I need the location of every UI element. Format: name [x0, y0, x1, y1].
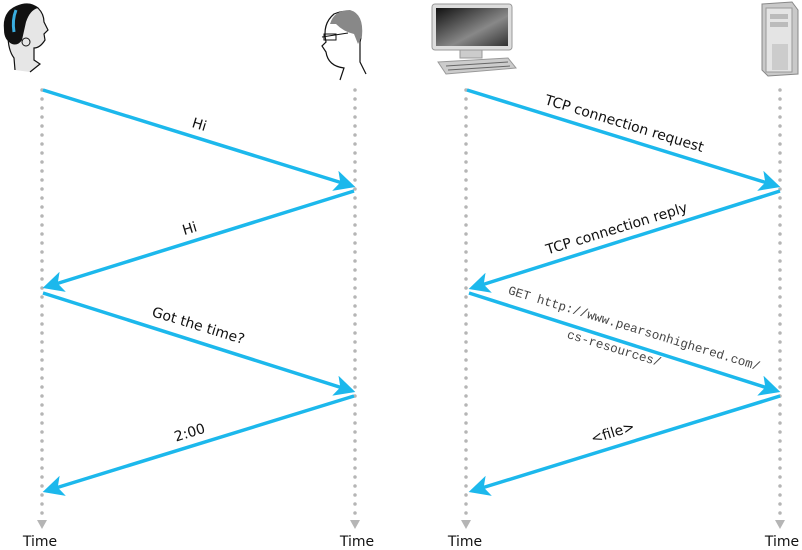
server-icon: [761, 1, 799, 77]
message-arrow-hi-1: [42, 88, 356, 191]
message-label: Hi: [181, 219, 199, 239]
message-arrow-2-00: [42, 394, 355, 496]
down-arrow-icon: [461, 520, 471, 529]
woman-icon: [3, 3, 49, 73]
man-icon: [321, 10, 367, 81]
message-arrow-tcp-reply: [468, 189, 781, 293]
desktop-computer-icon: [431, 3, 517, 75]
message-label: Hi: [190, 115, 208, 135]
message-arrow-tcp-request: [466, 88, 781, 191]
message-arrow-file: [468, 394, 781, 496]
down-arrow-icon: [775, 520, 785, 529]
time-arrowheads: [37, 520, 785, 529]
message-arrow-got-time: [42, 291, 356, 396]
time-label: Time: [764, 534, 799, 550]
time-label: Time: [447, 534, 482, 550]
time-label: Time: [339, 534, 374, 550]
time-label: Time: [22, 534, 57, 550]
down-arrow-icon: [350, 520, 360, 529]
message-arrow-get: [468, 291, 781, 396]
timelines: [40, 88, 782, 518]
message-arrow-hi-2: [42, 189, 355, 292]
message-label: TCP connection request: [542, 92, 706, 156]
down-arrow-icon: [37, 520, 47, 529]
message-label: TCP connection reply: [543, 200, 689, 259]
